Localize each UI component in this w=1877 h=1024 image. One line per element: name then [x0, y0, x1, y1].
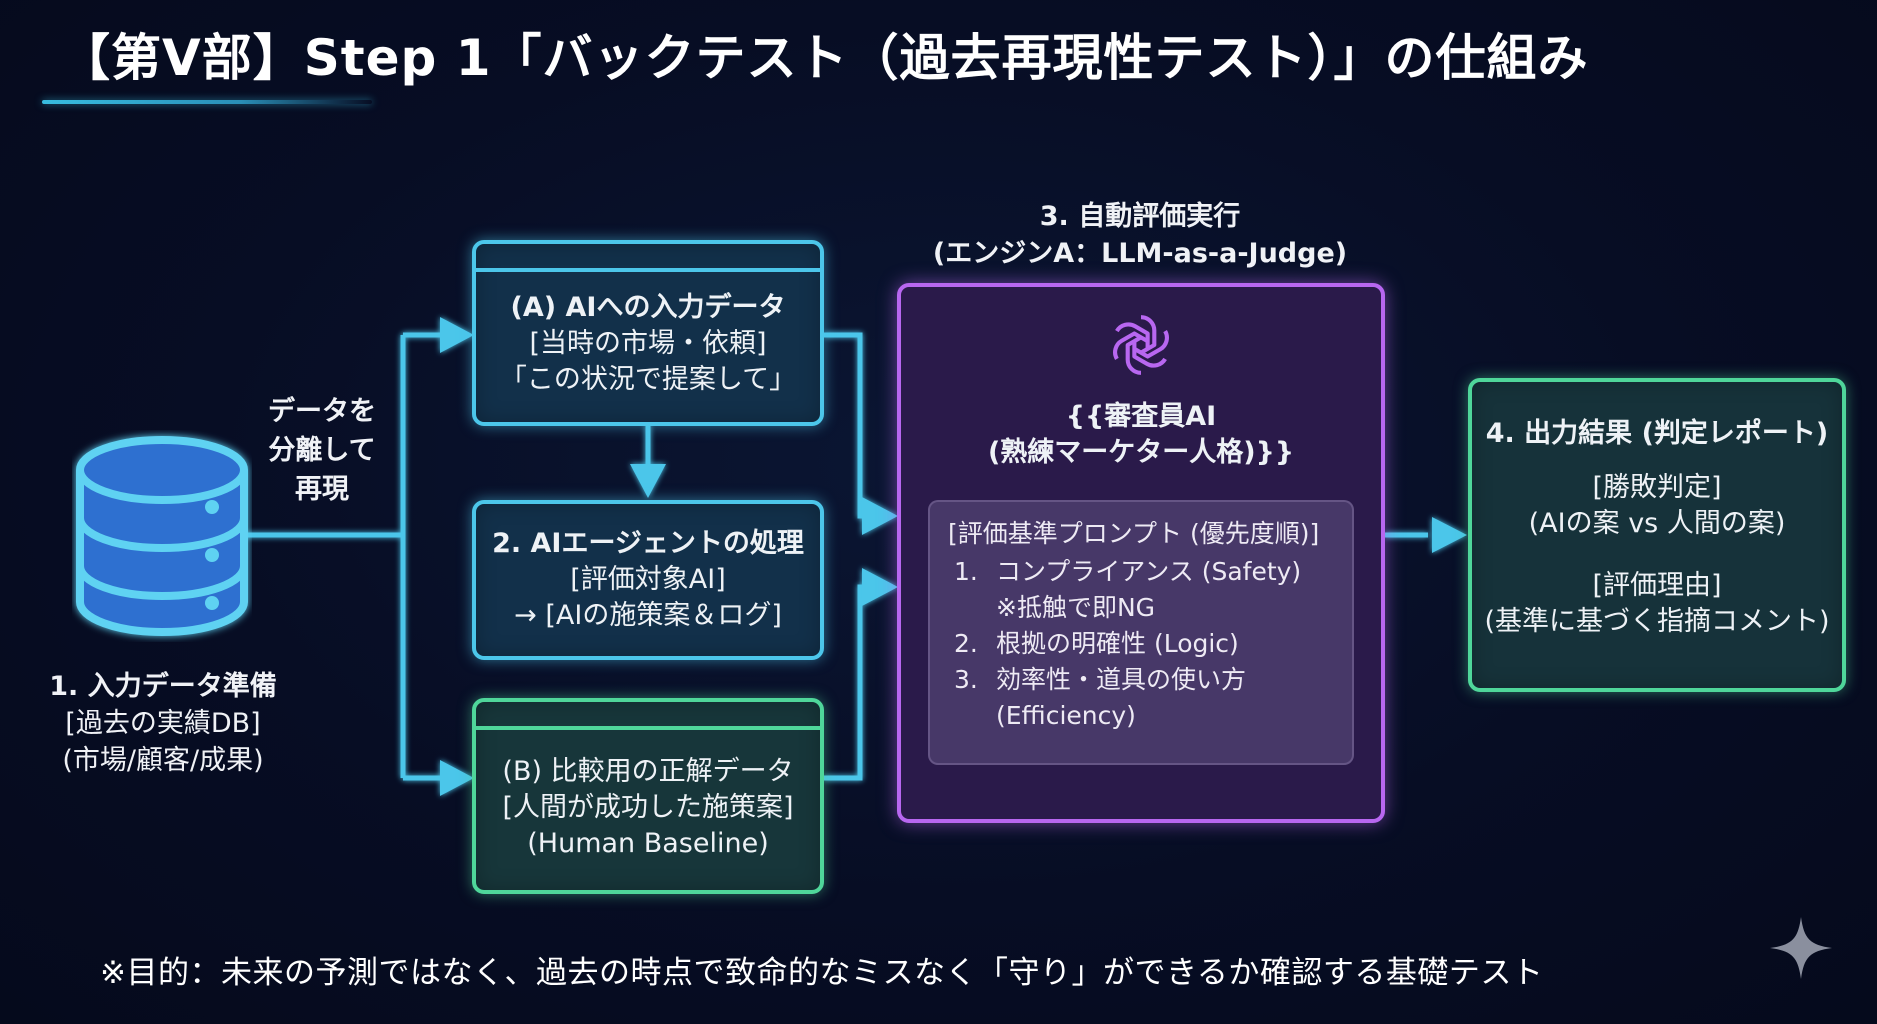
database-icon	[76, 436, 248, 636]
criteria-item: 1. コンプライアンス (Safety)	[948, 554, 1352, 590]
wire-a-to-judge	[824, 332, 868, 519]
criteria-number: 3.	[954, 665, 978, 694]
step4-line: (AIの案 vs 人間の案)	[1528, 508, 1786, 539]
footer-note: ※目的：未来の予測ではなく、過去の時点で致命的なミスなく「守り」ができるか確認す…	[100, 955, 1544, 991]
step4-output-report: 4. 出力結果 (判定レポート) [勝敗判定] (AIの案 vs 人間の案) […	[1468, 378, 1846, 692]
step1-detail: (市場/顧客/成果)	[62, 745, 264, 776]
step4-line: [評価理由]	[1592, 570, 1722, 601]
openai-logo-icon	[1103, 315, 1179, 383]
criteria-number: 1.	[954, 557, 978, 586]
step4-line: [勝敗判定]	[1592, 472, 1722, 503]
arrow-b-to-judge	[862, 568, 898, 606]
criteria-item: 2. 根拠の明確性 (Logic)	[948, 626, 1352, 662]
step4-line: (基準に基づく指摘コメント)	[1484, 606, 1830, 637]
criteria-item: 3. 効率性・道具の使い方	[948, 662, 1352, 698]
split-label-line: データを	[268, 396, 376, 427]
box-a-input-data: (A) AIへの入力データ [当時の市場・依頼] 「この状況で提案して」	[472, 240, 824, 426]
title-underline	[42, 100, 372, 104]
box-a-title: (A) AIへの入力データ	[510, 292, 786, 323]
step3-subtitle: (エンジンA：LLM-as-a-Judge)	[932, 238, 1348, 269]
arrow-to-box-a	[440, 317, 474, 353]
arrow-to-output	[1432, 517, 1467, 553]
box-header-strip	[476, 702, 820, 730]
box-a-line: 「この状況で提案して」	[499, 364, 797, 395]
box-header-strip	[476, 244, 820, 272]
criteria-number: 2.	[954, 629, 978, 658]
arrow-a-to-judge	[862, 497, 898, 535]
step2-title: 2. AIエージェントの処理	[492, 528, 804, 559]
box-b-baseline-data: (B) 比較用の正解データ [人間が成功した施策案] (Human Baseli…	[472, 698, 824, 894]
step1-label: 1. 入力データ準備 [過去の実績DB] (市場/顧客/成果)	[28, 668, 298, 779]
box-b-line: [人間が成功した施策案]	[502, 792, 794, 823]
arrow-to-box-b	[440, 760, 474, 796]
criteria-text: 効率性・道具の使い方	[996, 665, 1247, 694]
judge-persona: (熟練マーケター人格)}}	[987, 437, 1295, 468]
criteria-text: コンプライアンス (Safety)	[996, 557, 1302, 586]
page-title: 【第Ⅴ部】Step 1「バックテスト（過去再現性テスト）」の仕組み	[60, 29, 1589, 87]
split-label: データを 分離して 再現	[262, 392, 382, 509]
step1-title: 1. 入力データ準備	[49, 671, 277, 702]
step3-title: 3. 自動評価実行	[1039, 201, 1241, 232]
criteria-header: [評価基準プロンプト (優先度順)]	[948, 519, 1320, 548]
box-b-title: (B) 比較用の正解データ	[502, 756, 794, 787]
step3-heading: 3. 自動評価実行 (エンジンA：LLM-as-a-Judge)	[900, 198, 1380, 272]
step2-line: [評価対象AI]	[570, 564, 726, 595]
criteria-text: 根拠の明確性 (Logic)	[996, 629, 1239, 658]
step1-subtitle: [過去の実績DB]	[65, 708, 261, 739]
criteria-prompt-panel: [評価基準プロンプト (優先度順)] 1. コンプライアンス (Safety) …	[928, 500, 1354, 765]
step2-agent-processing: 2. AIエージェントの処理 [評価対象AI] → [AIの施策案＆ログ]	[472, 500, 824, 660]
criteria-note: (Efficiency)	[996, 701, 1136, 730]
split-label-line: 再現	[295, 474, 349, 505]
box-a-line: [当時の市場・依頼]	[529, 328, 767, 359]
wire-b-to-judge	[824, 584, 868, 781]
step2-line: → [AIの施策案＆ログ]	[514, 600, 782, 631]
criteria-note: ※抵触で即NG	[996, 593, 1156, 622]
sparkle-icon	[1770, 917, 1832, 979]
judge-title: {{審査員AI	[1065, 401, 1217, 432]
step4-title: 4. 出力結果 (判定レポート)	[1485, 418, 1829, 449]
box-b-line: (Human Baseline)	[527, 828, 769, 859]
split-label-line: 分離して	[268, 435, 376, 466]
arrow-to-step2	[630, 464, 666, 498]
